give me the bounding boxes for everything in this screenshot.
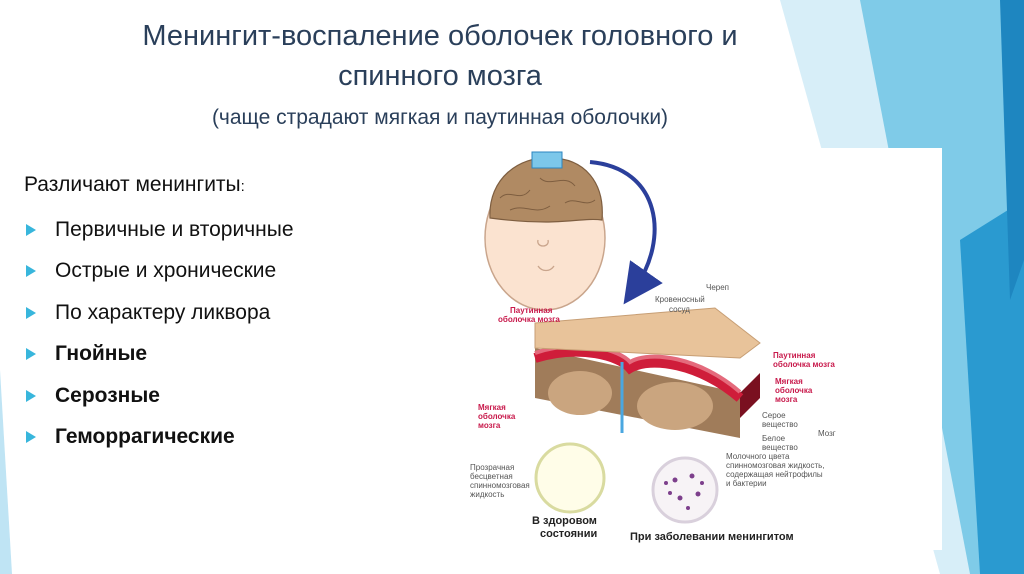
milky-csf-label-line2: спинномозговая жидкость, [726, 461, 825, 470]
intro-text: Различают менингиты: [24, 173, 245, 197]
list-item-label: По характеру ликвора [55, 300, 271, 324]
clear-csf-label-line3: спинномозговая [470, 481, 530, 490]
skull-label: Череп [706, 283, 729, 292]
gray-matter-label-line2: вещество [762, 420, 798, 429]
title-line-1: Менингит-воспаление оболочек головного и [142, 20, 738, 52]
healthy-csf-magnifier [534, 442, 606, 514]
list-item: Острые и хронические [24, 251, 294, 293]
pia-left-label-line2: оболочка [478, 412, 516, 421]
arachnoid-left-label-line2: оболочка мозга [498, 315, 560, 324]
pia-left-label-line3: мозга [478, 421, 501, 430]
list-item-label: Геморрагические [55, 425, 235, 449]
white-matter-label-line1: Белое [762, 434, 786, 443]
title-line-2: спинного мозга [338, 60, 542, 92]
arachnoid-right-label-line1: Паутинная [773, 351, 816, 360]
white-matter-label-line2: вещество [762, 443, 798, 452]
intro-label: Различают менингиты [24, 173, 241, 196]
list-item: Серозные [24, 375, 294, 417]
bullet-triangle-icon [26, 431, 36, 444]
pia-right-label-line2: оболочка [775, 386, 813, 395]
clear-csf-label-line4: жидкость [470, 490, 504, 499]
pia-left-label-line1: Мягкая [478, 403, 506, 412]
head-mouth [537, 265, 555, 272]
bullet-triangle-icon [26, 306, 36, 319]
skull-layer [534, 307, 761, 359]
list-item-label: Гнойные [55, 342, 148, 366]
milky-csf-label-line3: содержащая нейтрофилы [726, 470, 823, 479]
arachnoid-right-label-line2: оболочка мозга [773, 360, 835, 369]
milky-csf-label-line1: Молочного цвета [726, 452, 790, 461]
head-illustration [484, 151, 606, 311]
disease-caption: При заболевании менингитом [630, 531, 794, 543]
bullet-triangle-icon [26, 265, 36, 278]
vessel-label-line2: сосуд [669, 305, 690, 314]
list-item: Геморрагические [24, 417, 294, 459]
bullet-triangle-icon [26, 223, 36, 236]
list-item-label: Серозные [55, 383, 160, 407]
deco-panel-accent [1000, 0, 1024, 300]
meninges-illustration: Череп Кровеносный сосуд Серое вещество Б… [470, 148, 942, 550]
healthy-caption-line1: В здоровом [532, 515, 597, 527]
deco-left-strip [0, 370, 12, 574]
slide-title: Менингит-воспаление оболочек головного и… [60, 16, 820, 96]
pia-right-label-line1: Мягкая [775, 377, 803, 386]
gray-matter-label-line1: Серое [762, 411, 786, 420]
list-item: Гнойные [24, 334, 294, 376]
pointer-arrow-icon [589, 160, 663, 305]
head-nose [537, 239, 549, 247]
clear-csf-label-line1: Прозрачная [470, 463, 514, 472]
list-item: Первичные и вторичные [24, 209, 294, 251]
block-side [740, 373, 760, 418]
arachnoid-left-label-line1: Паутинная [510, 306, 553, 315]
milky-csf-label-line4: и бактерии [726, 479, 767, 488]
list-item-label: Острые и хронические [55, 259, 277, 283]
vessel-label-line1: Кровеносный [655, 295, 705, 304]
meningitis-csf-magnifier [651, 456, 719, 524]
list-item-label: Первичные и вторичные [55, 217, 294, 241]
bullet-triangle-icon [26, 389, 36, 402]
deco-panel-dark [960, 200, 1024, 574]
slide-subtitle: (чаще страдают мягкая и паутинная оболоч… [211, 106, 669, 129]
pia-right-label-line3: мозга [775, 395, 798, 404]
meningitis-types-list: Первичные и вторичные Острые и хроническ… [24, 209, 294, 458]
brain-label: Мозг [818, 429, 836, 438]
head-highlight-box [531, 151, 563, 169]
healthy-caption-line2: состоянии [540, 528, 597, 540]
head-brain [489, 157, 603, 223]
list-item: По характеру ликвора [24, 292, 294, 334]
clear-csf-label-line2: бесцветная [470, 472, 513, 481]
bullet-triangle-icon [26, 348, 36, 361]
intro-colon: : [240, 178, 245, 195]
meninges-cross-section [533, 307, 761, 438]
